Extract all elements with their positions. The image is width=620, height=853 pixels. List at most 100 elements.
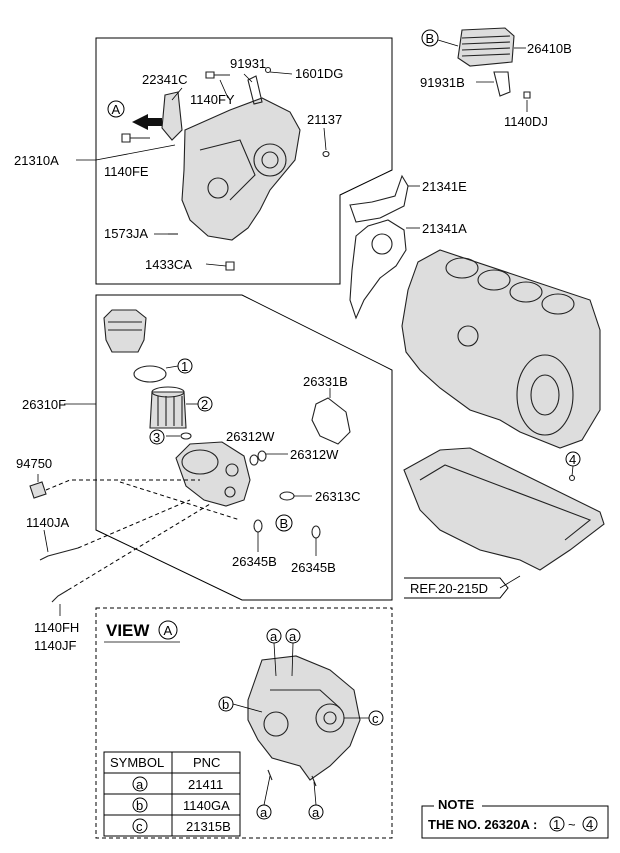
table-row-symbol: b <box>136 798 143 813</box>
label-26345B-a: 26345B <box>232 554 277 569</box>
callout-2-circle <box>197 396 213 412</box>
arrow-A <box>132 114 162 130</box>
timing-cover-rear-view <box>247 655 361 787</box>
bolt-1140JA <box>39 547 79 561</box>
symbol-table: SYMBOL PNC a 21411 b 1140GA c 21315B <box>103 751 241 837</box>
o-ring-26345B-2 <box>311 525 321 539</box>
label-1573JA: 1573JA <box>104 226 148 241</box>
label-1140DJ: 1140DJ <box>504 114 548 129</box>
table-row-symbol: a <box>136 777 144 792</box>
callout-a-4: a <box>312 805 320 820</box>
ref-label: REF.20-215D <box>410 581 488 596</box>
callout-B-mid: B <box>280 516 289 531</box>
gasket-26331B <box>311 397 351 445</box>
bracket-91931 <box>247 75 263 105</box>
label-1433CA: 1433CA <box>145 257 192 272</box>
callout-A: A <box>112 102 121 117</box>
plug-21137 <box>322 150 330 158</box>
callout-B-circle-top <box>421 29 439 47</box>
table-row-pnc: 1140GA <box>183 798 230 813</box>
view-a-box <box>95 607 393 839</box>
oil-pan <box>403 447 605 571</box>
o-ring-26345B-1 <box>253 519 263 533</box>
label-94750: 94750 <box>16 456 52 471</box>
label-1140FE: 1140FE <box>104 164 149 179</box>
callout-a-1: a <box>270 629 278 644</box>
label-1140FH: 1140FH <box>34 620 79 635</box>
label-21310A: 21310A <box>14 153 59 168</box>
oil-filter-group-box <box>95 294 393 601</box>
timing-cover-part <box>181 97 301 241</box>
callout-1: 1 <box>181 359 188 374</box>
o-ring-26312W-1 <box>249 454 259 466</box>
table-row-pnc: 21315B <box>186 819 231 834</box>
filter-element <box>149 386 187 429</box>
callout-c-view: c <box>372 711 379 726</box>
bracket-22341C <box>161 91 183 141</box>
sleeve-1433CA <box>225 261 235 271</box>
label-1140FY: 1140FY <box>190 92 235 107</box>
bolt-1140FY <box>205 71 230 79</box>
filter-housing <box>175 441 251 507</box>
label-26312W-b: 26312W <box>290 447 339 462</box>
view-title: VIEW <box>106 621 150 640</box>
bolt-1140DJ <box>523 91 531 99</box>
label-26331B: 26331B <box>303 374 348 389</box>
o-ring-26313C <box>279 491 295 501</box>
note-box: NOTE THE NO. 26320A : 1 ~ 4 <box>421 797 609 839</box>
o-ring-3 <box>180 432 192 440</box>
label-21137: 21137 <box>307 112 342 127</box>
note-text: THE NO. 26320A : <box>428 817 537 832</box>
callout-2: 2 <box>201 397 208 412</box>
table-row-pnc: 21411 <box>188 777 223 792</box>
callout-3-circle <box>149 429 165 445</box>
callout-3: 3 <box>153 430 160 445</box>
label-26345B-b: 26345B <box>291 560 336 575</box>
gasket-21341E <box>349 174 409 223</box>
label-1601DG: 1601DG <box>295 66 343 81</box>
callout-A-circle <box>107 100 125 118</box>
label-26410B: 26410B <box>527 41 572 56</box>
label-91931: 91931 <box>230 56 266 71</box>
label-21341E: 21341E <box>422 179 467 194</box>
callout-1-circle <box>177 358 193 374</box>
note-sep: ~ <box>568 817 576 832</box>
callout-B-top: B <box>426 31 435 46</box>
table-row-symbol: c <box>136 819 143 834</box>
label-26310F: 26310F <box>22 397 66 412</box>
note-from: 1 <box>553 817 560 832</box>
bolt-1140FH <box>51 589 69 603</box>
bracket-91931B <box>493 71 511 97</box>
table-header-symbol: SYMBOL <box>110 755 164 770</box>
callout-B-circle-mid <box>275 514 293 532</box>
gasket-21341A <box>349 219 407 320</box>
dowel-1601DG <box>264 66 272 74</box>
table-header-pnc: PNC <box>193 755 220 770</box>
note-to: 4 <box>586 817 593 832</box>
bolt-1140FE <box>121 133 150 143</box>
view-letter: A <box>164 623 173 638</box>
o-ring-26312W-2 <box>257 450 267 462</box>
label-91931B: 91931B <box>420 75 465 90</box>
engine-block <box>401 249 601 449</box>
label-21341A: 21341A <box>422 221 467 236</box>
callout-a-2: a <box>289 629 297 644</box>
o-ring-1 <box>133 365 167 383</box>
callout-4-pan: 4 <box>569 452 576 467</box>
view-letter-circle <box>158 620 178 640</box>
label-1140JA: 1140JA <box>26 515 69 530</box>
oil-cooler-26410B <box>457 27 515 67</box>
label-26312W-a: 26312W <box>226 429 275 444</box>
label-26313C: 26313C <box>315 489 361 504</box>
drain-plug <box>568 474 576 482</box>
note-title: NOTE <box>438 797 474 812</box>
timing-cover-group-box <box>95 37 393 285</box>
callout-a-3: a <box>260 805 268 820</box>
callout-b-view: b <box>222 697 229 712</box>
filter-cap <box>103 309 147 353</box>
sensor-94750 <box>29 481 47 499</box>
label-1140JF: 1140JF <box>34 638 76 653</box>
label-22341C: 22341C <box>142 72 188 87</box>
